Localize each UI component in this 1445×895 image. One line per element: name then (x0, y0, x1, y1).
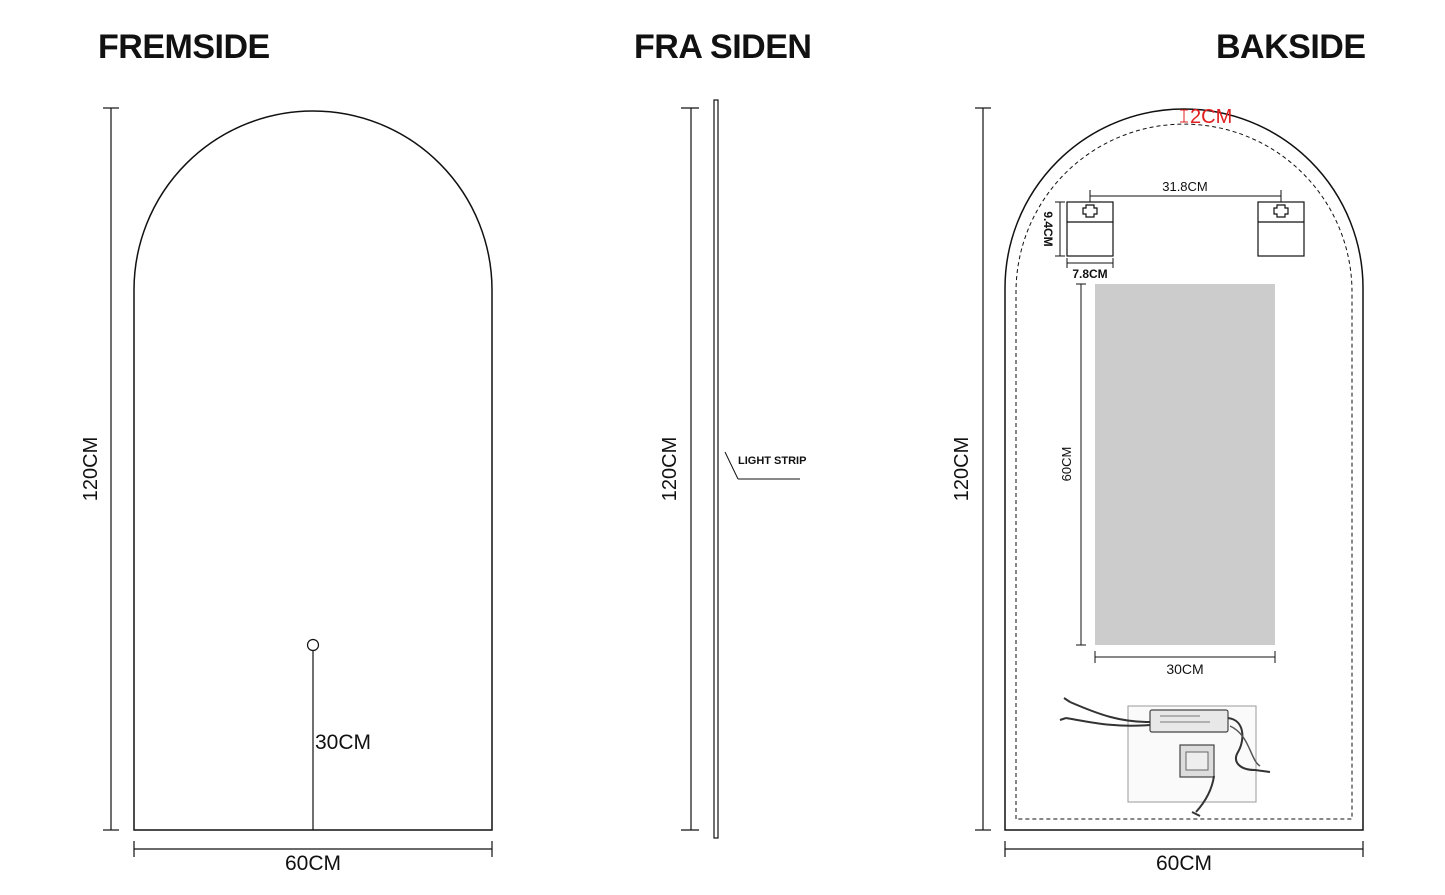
light-strip-leader (724, 451, 739, 480)
front-height-dimension (103, 107, 119, 831)
bracket-height-label: 9.4CM (1041, 211, 1055, 246)
side-view-title: FRA SIDEN (634, 28, 812, 66)
led-driver-box (1149, 709, 1229, 733)
back-view: 2CM 120CM 60CM 31.8CM (951, 106, 1364, 875)
back-panel (1095, 284, 1275, 645)
back-view-title: BAKSIDE (1216, 28, 1366, 66)
switch-height-label: 30CM (315, 731, 371, 754)
bracket-width-label: 7.8CM (1072, 267, 1107, 281)
left-hanging-bracket (1066, 201, 1114, 257)
side-mirror-profile (713, 99, 719, 839)
led-driver-illustration (1059, 697, 1271, 817)
side-height-label: 120CM (659, 437, 681, 501)
back-mirror-outline (1004, 108, 1364, 831)
front-height-label: 120CM (80, 437, 102, 501)
border-offset-label: 2CM (1190, 106, 1232, 128)
front-mirror-outline (133, 110, 493, 831)
back-inner-border (1015, 123, 1353, 820)
front-width-dimension (133, 841, 493, 857)
bracket-spacing-label: 31.8CM (1162, 179, 1208, 194)
border-offset-dimension (1180, 109, 1188, 123)
side-height-dimension (681, 107, 699, 831)
front-view-title: FREMSIDE (98, 28, 270, 66)
panel-height-dimension (1076, 283, 1086, 646)
driver-cable-right (1227, 717, 1271, 773)
bracket-height-dimension (1055, 201, 1065, 257)
bracket-width-dimension (1066, 258, 1114, 268)
side-view: 120CM LIGHT STRIP (659, 99, 806, 839)
back-height-label: 120CM (951, 437, 973, 501)
bracket-spacing-dimension (1089, 190, 1282, 202)
back-width-dimension (1004, 841, 1364, 857)
power-cord (1195, 775, 1215, 813)
driver-cable-left (1065, 701, 1151, 727)
panel-width-label: 30CM (1166, 661, 1203, 677)
back-width-label: 60CM (1156, 852, 1212, 875)
panel-height-label: 60CM (1059, 447, 1074, 482)
back-height-dimension (975, 107, 991, 831)
front-view: 120CM 60CM 30CM (80, 107, 493, 875)
front-width-label: 60CM (285, 852, 341, 875)
right-hanging-bracket (1257, 201, 1305, 257)
touch-switch-icon (306, 638, 320, 652)
panel-width-dimension (1094, 651, 1276, 663)
light-strip-label: LIGHT STRIP (738, 455, 806, 467)
